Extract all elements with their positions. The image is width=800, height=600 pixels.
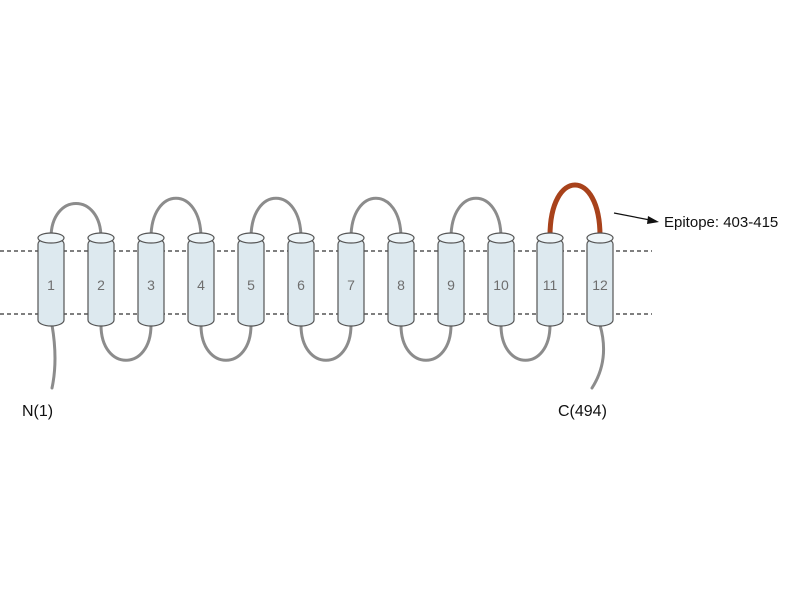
- helix-10: 10: [487, 232, 515, 327]
- extracellular-loop-9-10: [449, 196, 503, 240]
- intracellular-loop-10-11: [499, 323, 552, 362]
- helix-7-label: 7: [347, 277, 355, 293]
- helix-4: 4: [187, 232, 215, 327]
- helix-5-label: 5: [247, 277, 255, 293]
- n-terminus-label: N(1): [22, 403, 53, 420]
- extracellular-loop-5-6: [249, 196, 303, 240]
- helix-6-label: 6: [297, 277, 305, 293]
- c-terminus-label: C(494): [558, 403, 607, 420]
- epitope-arrow-head: [647, 216, 659, 224]
- intracellular-loop-4-5: [199, 323, 253, 362]
- helix-5: 5: [237, 232, 265, 327]
- helix-8: 8: [387, 232, 415, 327]
- helix-1: 1: [37, 232, 65, 327]
- helix-2-label: 2: [97, 277, 105, 293]
- helix-2: 2: [87, 232, 115, 327]
- helix-11: 11: [536, 232, 564, 327]
- helix-9-label: 9: [447, 277, 455, 293]
- intracellular-loop-2-3: [99, 323, 153, 362]
- helix-7: 7: [337, 232, 365, 327]
- helix-3-label: 3: [147, 277, 155, 293]
- epitope-loop-11-12: [547, 182, 603, 239]
- helix-1-label: 1: [47, 277, 55, 293]
- helix-8-label: 8: [397, 277, 405, 293]
- n-terminus-tail: [50, 323, 57, 390]
- helix-12-label: 12: [592, 277, 608, 293]
- helix-6: 6: [287, 232, 315, 327]
- intracellular-loop-6-7: [299, 323, 353, 362]
- extracellular-loop-7-8: [349, 196, 403, 240]
- helix-3: 3: [137, 232, 165, 327]
- helix-4-label: 4: [197, 277, 205, 293]
- epitope-label: Epitope: 403-415: [664, 214, 778, 231]
- helix-10-label: 10: [493, 277, 509, 293]
- helix-12: 12: [586, 232, 614, 327]
- epitope-arrow-line: [613, 212, 651, 221]
- c-terminus-tail: [590, 323, 606, 390]
- helix-9: 9: [437, 232, 465, 327]
- intracellular-loop-8-9: [399, 323, 453, 362]
- extracellular-loop-1-2: [49, 202, 103, 240]
- helix-11-label: 11: [543, 277, 558, 293]
- extracellular-loop-3-4: [149, 196, 203, 240]
